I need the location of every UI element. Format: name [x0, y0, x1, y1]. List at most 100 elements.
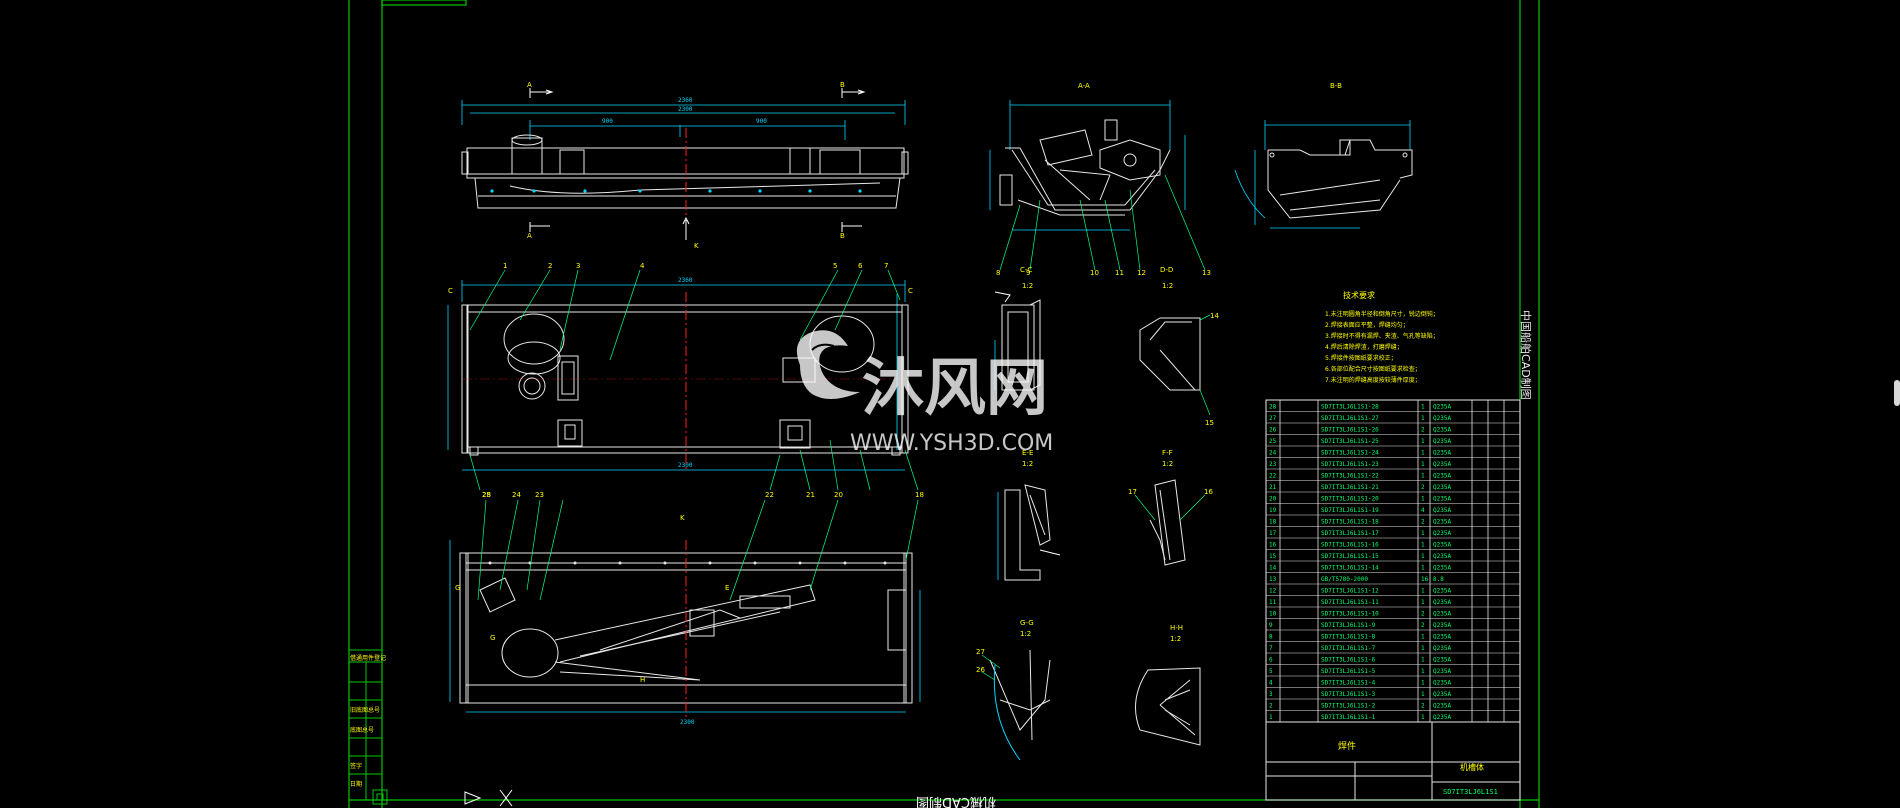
view-title: F-F	[1162, 449, 1173, 457]
bom-cell: 1	[1421, 657, 1425, 664]
bom-cell: 17	[1269, 530, 1277, 537]
bom-cell: SD7IT3LJ6L1S1-27	[1321, 415, 1379, 422]
bom-cell: 10	[1269, 611, 1277, 618]
bom-cell: Q235A	[1433, 427, 1451, 434]
tech-line: 5.焊接件按图纸要求校正；	[1325, 354, 1397, 362]
scroll-handle[interactable]	[1894, 380, 1900, 406]
bom-cell: 1	[1421, 450, 1425, 457]
bom-cell: 12	[1269, 588, 1277, 595]
part-number-label: 6	[858, 262, 863, 270]
bom-cell: Q235A	[1433, 622, 1451, 629]
bom-cell: 1	[1421, 473, 1425, 480]
bom-cell: SD7IT3LJ6L1S1-21	[1321, 484, 1379, 491]
bom-cell: 18	[1269, 519, 1277, 526]
bom-cell: Q235A	[1433, 565, 1451, 572]
bom-cell: 1	[1421, 714, 1425, 721]
section-ff-view: F-F 1:2 17 16	[1128, 449, 1213, 566]
part-number-label: 26	[976, 666, 985, 674]
bom-cell: 1	[1421, 680, 1425, 687]
bom-cell: SD7IT3LJ6L1S1-28	[1321, 404, 1379, 411]
bottom-note: 机械CAD制图	[916, 794, 996, 808]
bom-cell: Q235A	[1433, 484, 1451, 491]
tech-line: 1.未注明圆角半径和倒角尺寸，锐边倒钝；	[1325, 310, 1439, 318]
bom-cell: SD7IT3LJ6L1S1-16	[1321, 542, 1379, 549]
bom-cell: 7	[1269, 645, 1273, 652]
bom-cell: 25	[1269, 438, 1277, 445]
tech-line: 2.焊接表面应平整，焊缝均匀；	[1325, 321, 1409, 329]
section-bb-view: B-B	[1234, 82, 1413, 229]
left-strip-label: 借通用件登记	[350, 654, 386, 662]
bom-cell: Q235A	[1433, 438, 1451, 445]
bom-cell: SD7IT3LJ6L1S1-23	[1321, 461, 1379, 468]
title-block-part-title: 机槽体	[1460, 762, 1484, 772]
left-strip-label: 底图总号	[350, 726, 374, 734]
section-dd-view: D-D 1:2 14 15	[1139, 266, 1219, 427]
bom-cell: 9	[1269, 622, 1273, 629]
bom-cell: 2	[1421, 703, 1425, 710]
bom-cell: SD7IT3LJ6L1S1-25	[1321, 438, 1379, 445]
left-signature-strip	[348, 649, 388, 805]
view-scale: 1:2	[1162, 282, 1173, 290]
part-number-label: 7	[884, 262, 888, 270]
bom-cell: SD7IT3LJ6L1S1-6	[1321, 657, 1376, 664]
bom-cell: 11	[1269, 599, 1277, 606]
svg-text:2300: 2300	[680, 719, 695, 726]
part-number-label: 20	[834, 491, 843, 499]
bom-cell: 2	[1421, 519, 1425, 526]
left-strip-label: 旧底图总号	[350, 706, 380, 714]
view-scale: 1:2	[1020, 630, 1031, 638]
section-aa-view: A-A 8 9 10	[989, 82, 1211, 277]
bom-cell: 14	[1269, 565, 1277, 572]
view-title: E-E	[1022, 449, 1033, 457]
bom-cell: Q235A	[1433, 611, 1451, 618]
bom-cell: 1	[1421, 565, 1425, 572]
bom-cell: SD7IT3LJ6L1S1-9	[1321, 622, 1376, 629]
bom-cell: 1	[1421, 438, 1425, 445]
top-elevation-view: 2360 2300 900 900	[461, 81, 909, 250]
bom-cell: SD7IT3LJ6L1S1-3	[1321, 691, 1376, 698]
bom-cell: SD7IT3LJ6L1S1-2	[1321, 703, 1376, 710]
bom-cell: Q235A	[1433, 404, 1451, 411]
section-hh-view: H-H 1:2	[1135, 624, 1201, 746]
bom-cell: SD7IT3LJ6L1S1-26	[1321, 427, 1379, 434]
part-number-label: 5	[833, 262, 837, 270]
bom-cell: Q235A	[1433, 657, 1451, 664]
bom-cell: 1	[1421, 691, 1425, 698]
bom-cell: 26	[1269, 427, 1277, 434]
bom-cell: Q235A	[1433, 473, 1451, 480]
bom-cell: SD7IT3LJ6L1S1-17	[1321, 530, 1379, 537]
watermark-logo-text: 沐风网	[862, 351, 1048, 424]
bom-cell: 8.8	[1433, 576, 1444, 583]
view-title: G-G	[1020, 619, 1034, 627]
technical-requirements: 技术要求 1.未注明圆角半径和倒角尺寸，锐边倒钝； 2.焊接表面应平整，焊缝均匀…	[1325, 290, 1439, 384]
cut-marker-label: C	[908, 287, 913, 295]
part-number-label: 9	[1026, 269, 1030, 277]
cut-marker-label: K	[694, 242, 699, 250]
bom-cell: SD7IT3LJ6L1S1-8	[1321, 634, 1376, 641]
part-number-label: 23	[535, 491, 544, 499]
bom-cell: 13	[1269, 576, 1277, 583]
bom-cell: SD7IT3LJ6L1S1-1	[1321, 714, 1376, 721]
tech-line: 3.焊接时不得有漏焊、夹渣、气孔等缺陷；	[1325, 332, 1439, 340]
section-ee-view: E-E 1:2	[997, 449, 1061, 581]
part-number-label: 14	[1210, 312, 1219, 320]
bom-cell: Q235A	[1433, 703, 1451, 710]
part-number-label: 21	[806, 491, 815, 499]
svg-text:2360: 2360	[678, 97, 693, 104]
part-number-label: 17	[1128, 488, 1137, 496]
part-number-label: 28	[482, 491, 491, 499]
cut-marker-label: G	[455, 584, 460, 592]
cut-marker-label: H	[640, 676, 645, 684]
bom-cell: Q235A	[1433, 542, 1451, 549]
bom-cell: SD7IT3LJ6L1S1-7	[1321, 645, 1376, 652]
bom-cell: 4	[1421, 507, 1425, 514]
bom-cell: 2	[1421, 427, 1425, 434]
section-gg-view: G-G 1:2 27 26	[976, 619, 1051, 761]
svg-text:2360: 2360	[678, 277, 693, 284]
cut-marker-label: K	[680, 514, 685, 522]
bom-cell: SD7IT3LJ6L1S1-15	[1321, 553, 1379, 560]
bom-cell: 2	[1421, 484, 1425, 491]
part-number-label: 24	[512, 491, 521, 499]
